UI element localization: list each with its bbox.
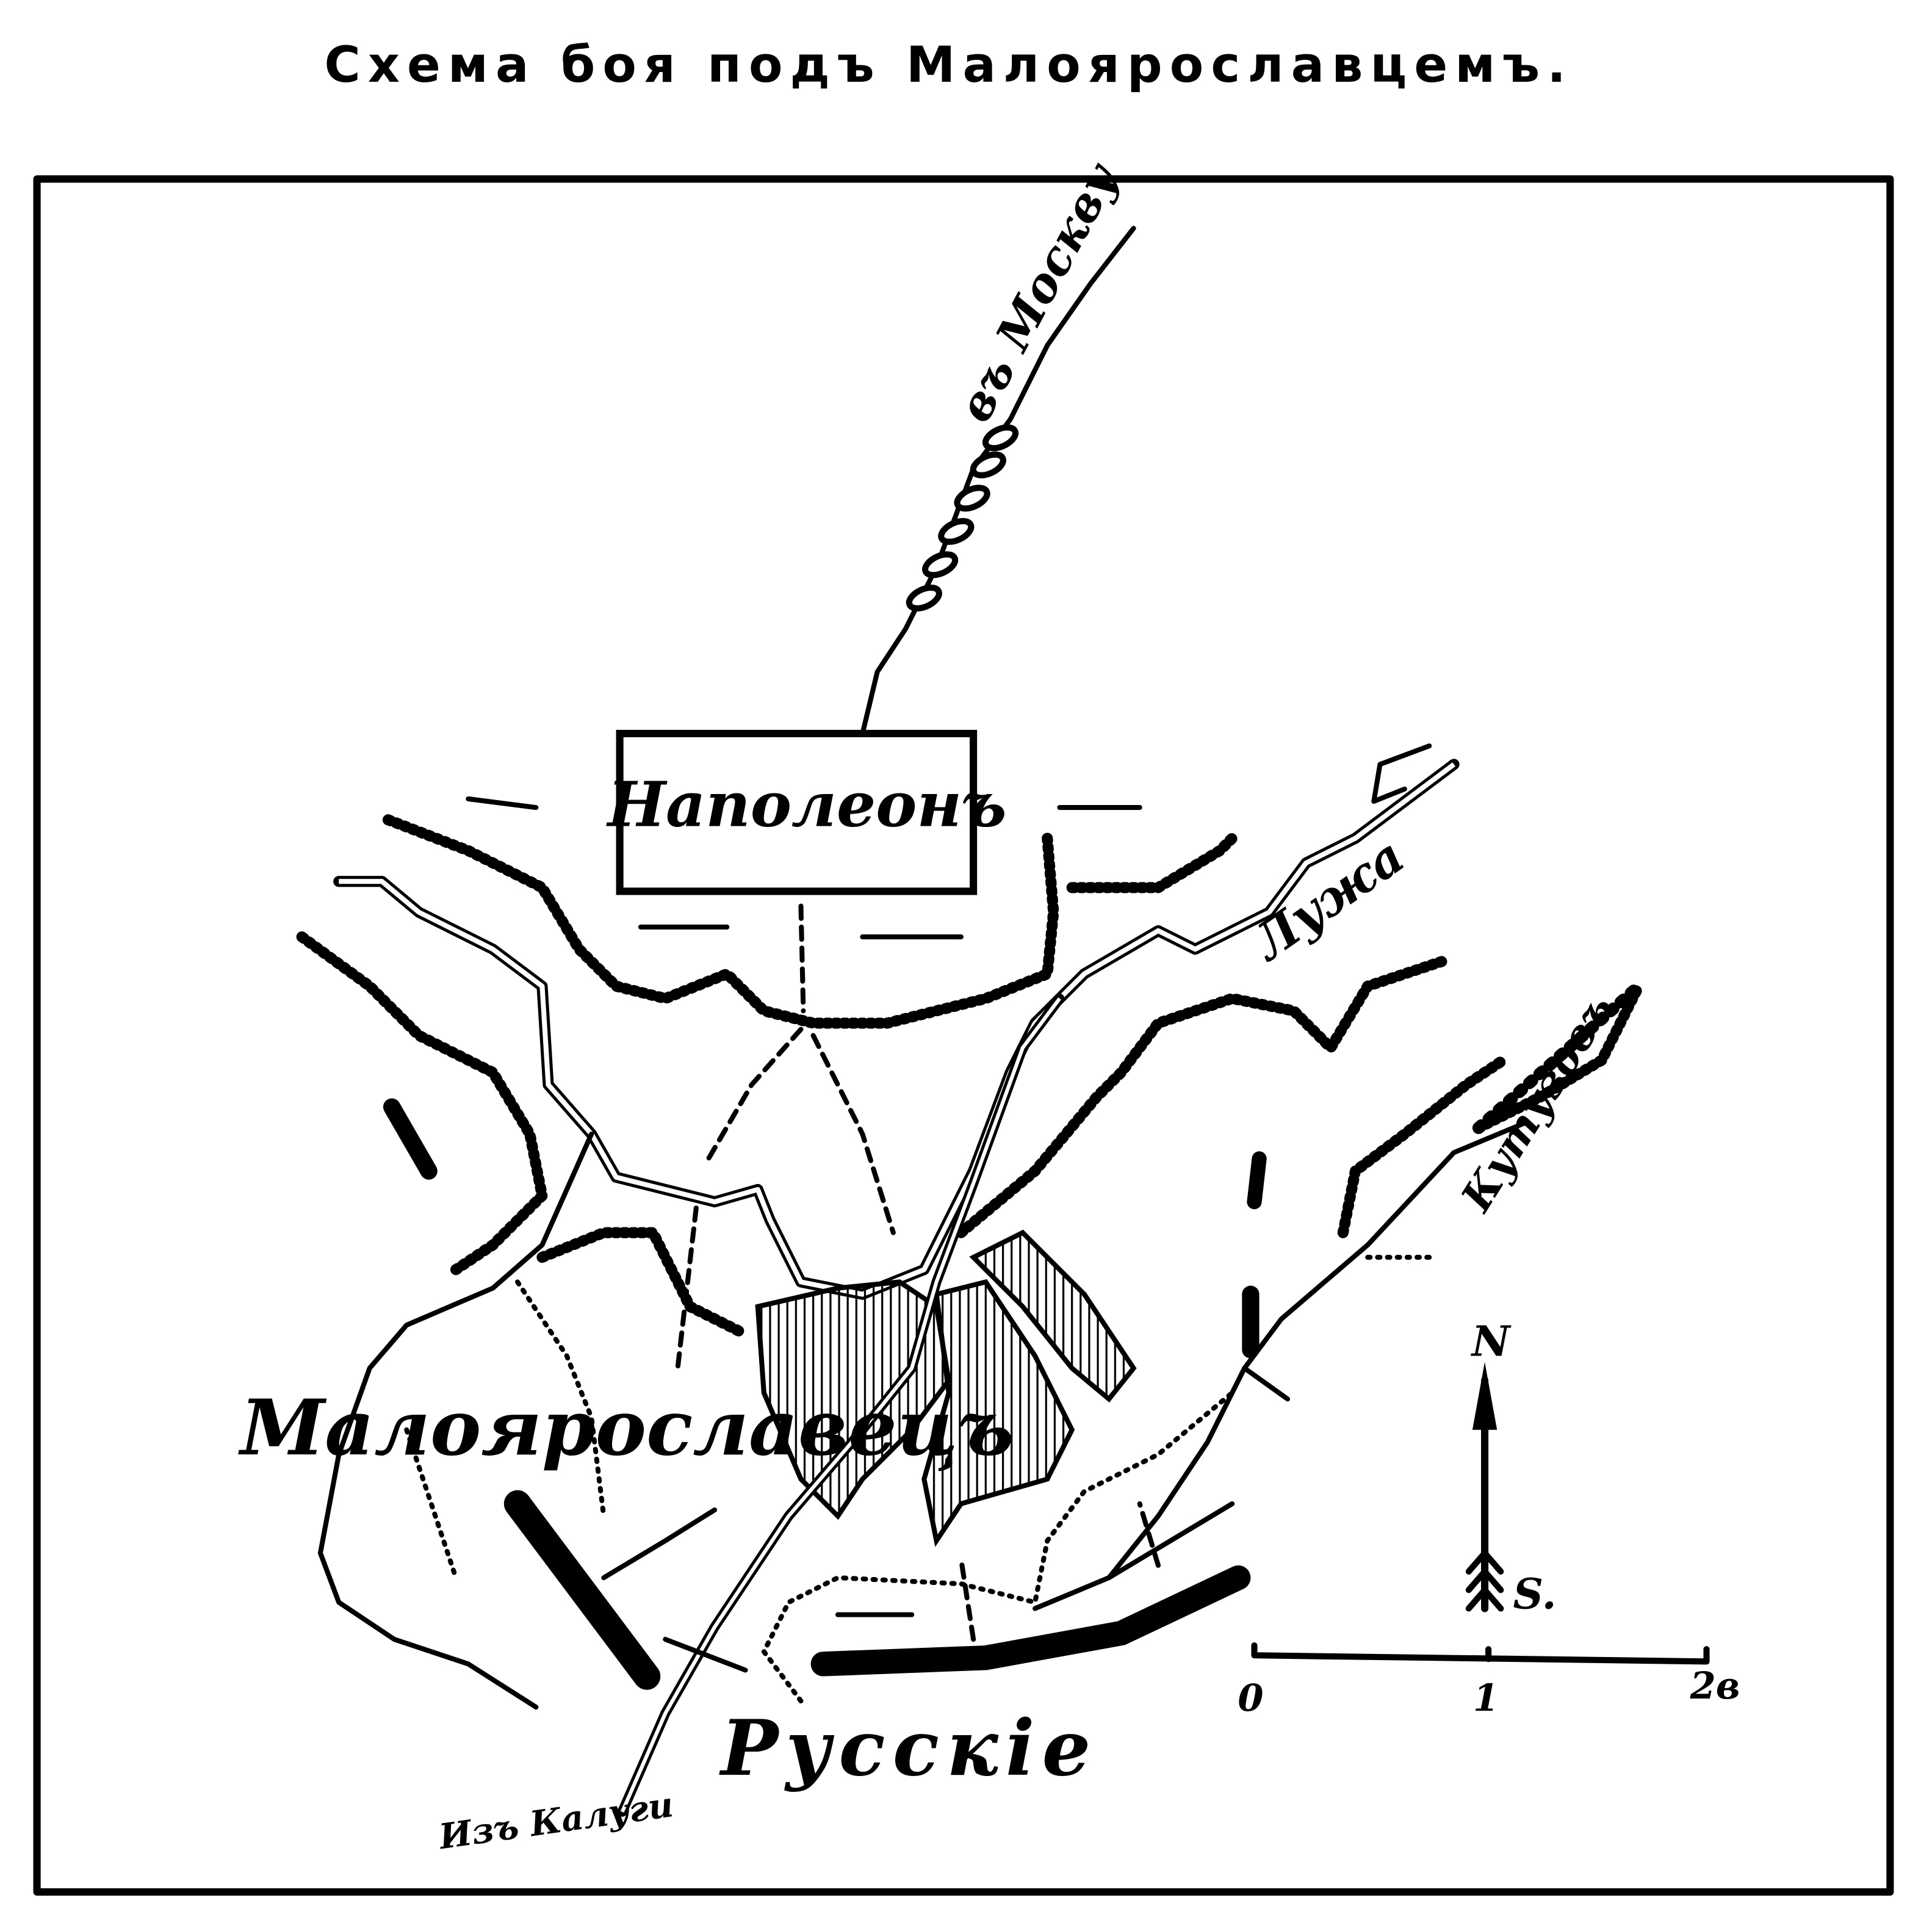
- map-title: Схема боя подъ Малоярославцемъ.: [324, 37, 1573, 94]
- label-to-moscow: въ Москву: [948, 153, 1130, 431]
- road-to-moscow: [860, 226, 1136, 736]
- dotted-paths: [404, 1255, 1432, 1703]
- compass-south: S.: [1513, 1570, 1556, 1619]
- roads: [317, 743, 1530, 1710]
- label-town: Малоярославецъ: [238, 1382, 1014, 1473]
- movement-arrows: [466, 796, 1235, 1673]
- scale-tick-2: 2в: [1690, 1664, 1740, 1708]
- compass: N S.: [1465, 1318, 1557, 1619]
- scale-tick-0: 0: [1238, 1677, 1263, 1720]
- label-russians: Русскiе: [719, 1703, 1098, 1793]
- town-area: [755, 1229, 1137, 1547]
- attack-arrows: [675, 903, 1161, 1642]
- french-column-marks: [906, 424, 1019, 612]
- label-from-kaluga: Изъ Калуги: [436, 1785, 676, 1857]
- label-napoleon: Наполеонъ: [606, 768, 1007, 840]
- russian-positions: [383, 1098, 1267, 1690]
- map-frame: [33, 175, 1894, 1896]
- ridges: [296, 814, 1645, 1337]
- scale-bar: 0 1 2в: [1238, 1642, 1740, 1720]
- road-from-kaluga: [617, 993, 1065, 1817]
- napoleon-box: [616, 729, 978, 895]
- compass-north: N: [1471, 1318, 1512, 1367]
- scale-tick-1: 1: [1473, 1677, 1499, 1720]
- arrow-fletching-icon: [1465, 1550, 1504, 1612]
- arrow-head-icon: [1472, 1362, 1498, 1430]
- river-luzha: [333, 759, 1460, 1300]
- kutuzov-column: [1472, 980, 1645, 1135]
